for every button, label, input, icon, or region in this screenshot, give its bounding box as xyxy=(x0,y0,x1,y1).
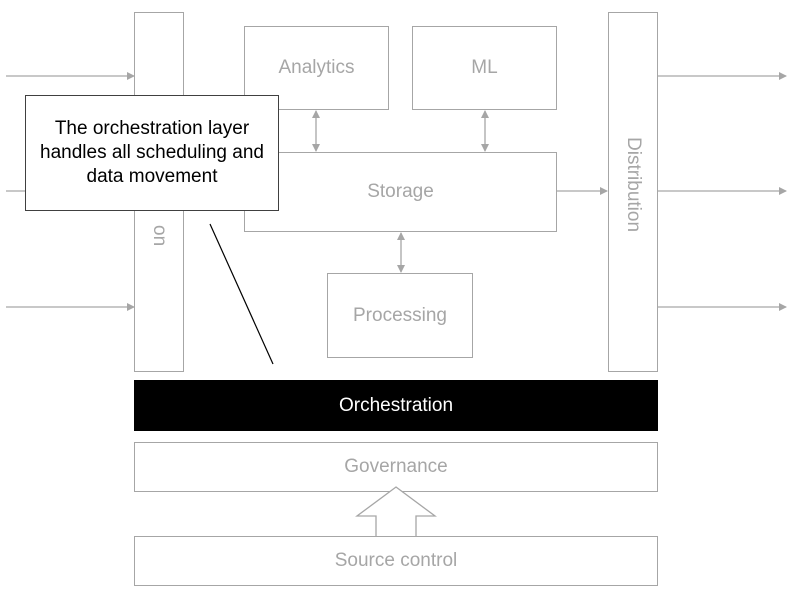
governance-label: Governance xyxy=(344,456,448,477)
ml-box: ML xyxy=(412,26,557,110)
orchestration-callout: The orchestration layer handles all sche… xyxy=(25,95,279,211)
distribution-label: Distribution xyxy=(623,137,644,233)
storage-box: Storage xyxy=(244,152,557,232)
orchestration-label: Orchestration xyxy=(338,394,454,416)
distribution-column: Distribution xyxy=(608,12,658,372)
orchestration-bar: Orchestration xyxy=(134,380,658,431)
storage-label: Storage xyxy=(367,181,434,202)
source-control-bar: Source control xyxy=(134,536,658,586)
callout-text: The orchestration layer handles all sche… xyxy=(40,118,264,187)
source-control-label: Source control xyxy=(334,550,458,571)
processing-label: Processing xyxy=(353,304,447,326)
ingestion-label: on xyxy=(149,225,170,247)
analytics-label: Analytics xyxy=(278,57,355,78)
ml-label: ML xyxy=(471,57,498,78)
processing-box: Processing xyxy=(327,273,473,358)
governance-bar: Governance xyxy=(134,442,658,492)
